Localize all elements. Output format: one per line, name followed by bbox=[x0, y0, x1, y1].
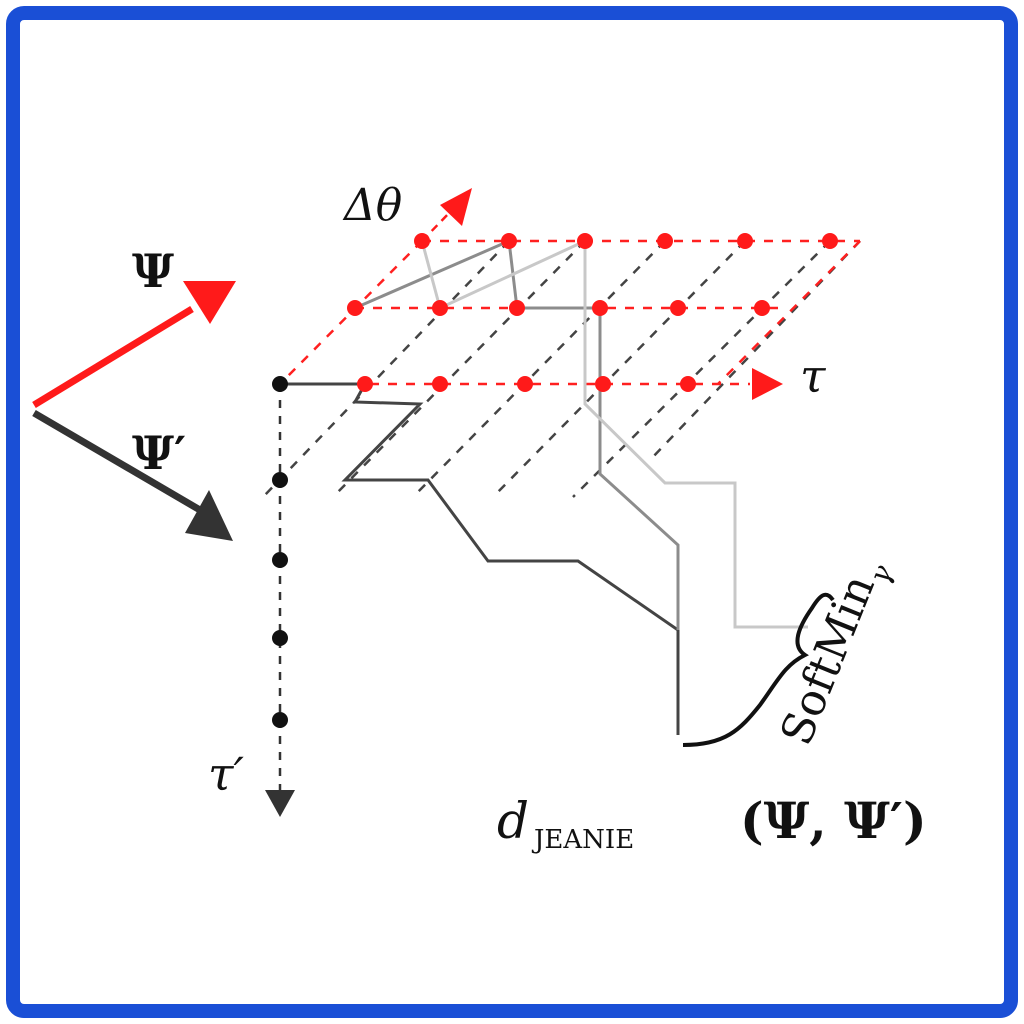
diagonal-grid-lines bbox=[262, 240, 861, 498]
tau-prime-label: τ′ bbox=[208, 747, 244, 801]
psi-prime-label: Ψ′ bbox=[132, 426, 186, 480]
d-jeanie-formula: d JEANIE (Ψ, Ψ′) bbox=[497, 791, 927, 855]
psi-prime-arrow bbox=[32, 409, 233, 541]
tau-label: τ bbox=[800, 349, 827, 403]
tau-prime-nodes bbox=[272, 376, 288, 728]
tau-prime-axis bbox=[265, 384, 295, 817]
red-plane-nodes bbox=[347, 233, 838, 392]
d-arguments: (Ψ, Ψ′) bbox=[740, 791, 927, 850]
d-symbol: d bbox=[497, 792, 529, 850]
delta-theta-arrow bbox=[421, 188, 472, 242]
psi-arrow bbox=[32, 281, 236, 408]
softmin-text: SoftMin bbox=[771, 568, 885, 752]
warping-path-mid bbox=[354, 238, 680, 630]
d-subscript: JEANIE bbox=[531, 825, 634, 855]
warping-path-dark bbox=[280, 382, 680, 735]
red-plane-grid bbox=[279, 239, 861, 386]
diagram-frame bbox=[6, 6, 1018, 1018]
softmin-label: SoftMin γ bbox=[771, 560, 900, 752]
psi-label: Ψ bbox=[132, 244, 174, 298]
delta-theta-label: Δθ bbox=[342, 180, 402, 231]
softmin-brace bbox=[682, 592, 835, 747]
tau-arrowhead bbox=[752, 368, 783, 400]
warping-path-light bbox=[420, 238, 808, 629]
